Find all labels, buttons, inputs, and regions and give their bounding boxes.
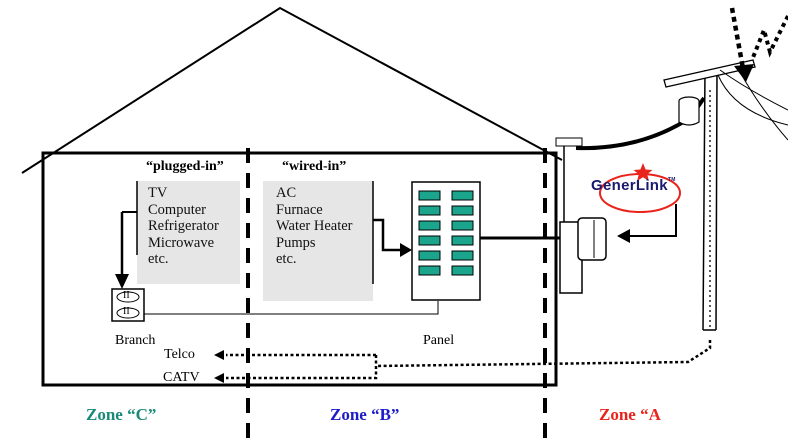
wired-in-header: “wired-in” <box>282 159 347 174</box>
outlet-mark-bottom: II <box>123 306 130 317</box>
plugged-item: Refrigerator <box>148 218 219 234</box>
breaker <box>418 250 441 261</box>
house-roof <box>21 6 563 174</box>
breaker <box>418 190 441 201</box>
telco-line <box>226 355 378 380</box>
logo-swoosh <box>599 173 681 213</box>
breaker <box>418 205 441 216</box>
catv-label: CATV <box>163 370 200 385</box>
branch-outlet <box>111 288 145 322</box>
panel-label: Panel <box>423 333 455 348</box>
branch-label: Branch <box>115 333 156 348</box>
overhead-line-1 <box>719 69 788 111</box>
pole-crossarm <box>663 59 756 88</box>
telco-label: Telco <box>164 347 195 362</box>
logo-star <box>633 163 653 181</box>
breaker <box>451 250 474 261</box>
logo-text: GenerLink <box>591 177 668 194</box>
plugged-in-list: TV Computer Refrigerator Microwave etc. <box>148 185 219 268</box>
overhead-line-3 <box>717 74 788 126</box>
branch-circuit-line <box>144 301 439 315</box>
plugged-item: Computer <box>148 201 206 218</box>
lightning-bolt <box>750 15 788 61</box>
wired-in-list: AC Furnace Water Heater Pumps etc. <box>276 185 353 268</box>
zone-a-label: Zone “A <box>599 405 661 424</box>
wired-item: Pumps <box>276 234 316 251</box>
branch-arrowhead <box>115 274 129 289</box>
breaker <box>451 265 474 276</box>
outlet-socket-bottom <box>116 307 140 319</box>
logo-tm: TM <box>667 177 676 183</box>
breaker <box>418 220 441 231</box>
breaker-group <box>418 190 474 276</box>
lightning-arrowhead <box>734 64 754 82</box>
generlink-device <box>577 217 607 261</box>
generlink-logo: GenerLinkTM <box>591 177 676 194</box>
breaker <box>418 265 441 276</box>
wired-item: AC <box>276 185 297 201</box>
wired-feed <box>373 218 402 252</box>
plugged-in-box <box>137 181 240 284</box>
wired-item: Water Heater <box>276 218 353 234</box>
breaker <box>451 205 474 216</box>
telco-arrowhead <box>214 350 224 360</box>
panel-arrowhead <box>400 243 412 257</box>
plugged-item: TV <box>148 185 168 201</box>
outlet-socket-top <box>116 291 140 303</box>
catv-arrowhead <box>214 373 224 383</box>
plugged-in-header: “plugged-in” <box>146 159 224 174</box>
wired-item: Furnace <box>276 201 323 218</box>
zone-b-label: Zone “B” <box>330 405 400 424</box>
transformer-body <box>678 101 700 126</box>
outlet-mark-top: II <box>123 290 130 301</box>
plugged-item: etc. <box>148 251 169 267</box>
breaker <box>418 235 441 246</box>
breaker <box>451 235 474 246</box>
wired-item: etc. <box>276 251 297 267</box>
pole-right <box>715 69 718 331</box>
weatherhead <box>555 137 583 147</box>
breaker <box>451 190 474 201</box>
breaker <box>451 220 474 231</box>
plugged-item: Microwave <box>148 234 215 251</box>
house-body <box>41 151 558 387</box>
lightning-arrow-shaft <box>729 7 747 75</box>
logo-arrow-line <box>628 204 677 237</box>
pole-left <box>702 69 706 331</box>
logo-arrowhead <box>617 229 630 243</box>
zone-c-label: Zone “C” <box>86 405 157 424</box>
wired-in-box <box>263 181 373 301</box>
